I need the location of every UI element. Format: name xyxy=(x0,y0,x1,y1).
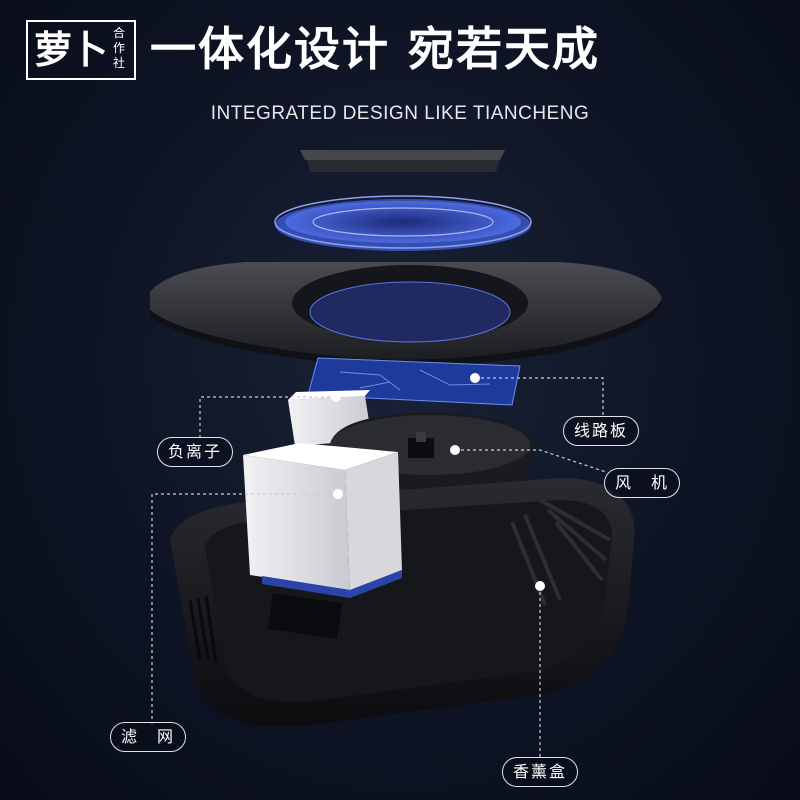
brand-logo: 萝卜 合作社 xyxy=(26,20,136,80)
filter-block xyxy=(243,443,402,598)
logo-sub-text: 合作社 xyxy=(112,26,125,70)
callout-line-ion xyxy=(199,396,336,438)
label-fan: 风 机 xyxy=(604,468,681,498)
top-cap xyxy=(300,150,505,172)
callout-line-filter xyxy=(151,493,338,724)
main-lid xyxy=(150,262,662,367)
callout-dot-filter xyxy=(333,489,343,499)
callout-dot-aroma xyxy=(535,581,545,591)
callout-line-circuit xyxy=(475,377,604,418)
callout-dot-fan xyxy=(450,445,460,455)
page-title: 一体化设计 宛若天成 xyxy=(150,22,601,76)
label-filter: 滤 网 xyxy=(110,722,187,752)
callout-lines xyxy=(151,377,607,758)
blue-ring-plate xyxy=(274,195,532,251)
label-circuit-board: 线路板 xyxy=(563,416,640,446)
logo-main-text: 萝卜 xyxy=(34,27,108,72)
callout-dots xyxy=(331,373,545,591)
callout-dot-ion xyxy=(331,392,341,402)
label-ion-generator: 负离子 xyxy=(157,437,234,467)
base-housing xyxy=(170,478,635,727)
callout-dot-circuit xyxy=(470,373,480,383)
callout-line-fan xyxy=(455,449,607,473)
page-subtitle: INTEGRATED DESIGN LIKE TIANCHENG xyxy=(210,103,590,124)
label-aroma-box: 香薰盒 xyxy=(502,757,579,787)
